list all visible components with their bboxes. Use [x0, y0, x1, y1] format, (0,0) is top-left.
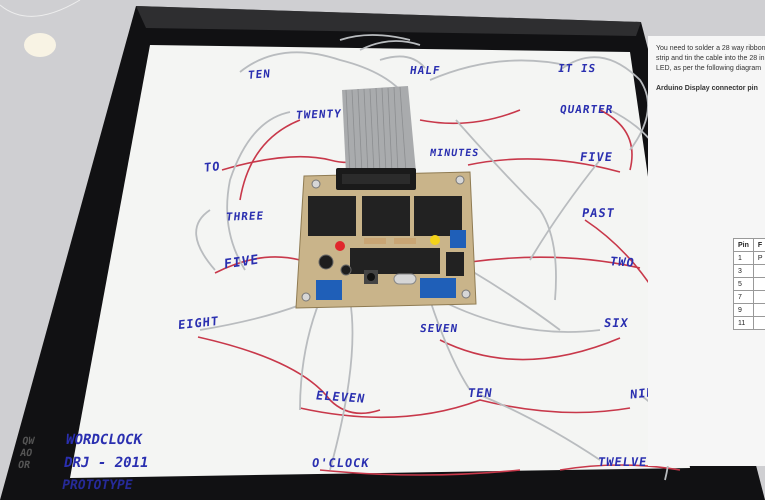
clock-word-two: TWO [608, 254, 637, 270]
table-cell [752, 303, 765, 317]
notice-line-2: strip and tin the cable into the 28 in [656, 55, 765, 62]
notice-heading: Arduino Display connector pin [656, 85, 758, 92]
label-line-3: PROTOTYPE [60, 478, 134, 493]
ic-chip-1 [308, 196, 356, 236]
terminal-block-2 [420, 278, 456, 298]
clock-word-ten-low: TEN [467, 386, 494, 400]
table-cell [752, 264, 765, 278]
clock-word-ten-top: TEN [247, 67, 272, 82]
label-line-2: DRJ - 2011 [62, 455, 150, 471]
table-row: 3 [733, 264, 765, 278]
terminal-block-1 [316, 280, 342, 300]
clock-word-twenty: TWENTY [295, 107, 343, 122]
clock-word-to: TO [203, 159, 221, 175]
table-cell: 3 [733, 264, 754, 278]
red-wires [197, 109, 681, 476]
clock-word-oclock: O'CLOCK [311, 456, 371, 470]
table-row: 9 [733, 303, 765, 317]
table-cell: 9 [733, 303, 754, 317]
light-reflection [24, 33, 56, 57]
red-led [335, 241, 345, 251]
table-cell: 5 [733, 277, 754, 291]
clock-word-past: PAST [581, 206, 616, 220]
ic-chip-4 [350, 248, 440, 274]
table-cell: 11 [733, 316, 754, 330]
notice-line-3: LED, as per the following diagram [656, 65, 762, 72]
table-header-cell: Pin [733, 238, 754, 252]
clock-word-seven: SEVEN [419, 322, 460, 335]
clock-word-it-is: IT IS [557, 62, 598, 75]
yellow-led [430, 235, 440, 245]
table-cell: 7 [733, 290, 754, 304]
table-cell: 1 [733, 251, 754, 265]
clock-word-twelve: TWELVE [597, 455, 649, 469]
table-row: Pin F [733, 238, 765, 252]
table-header-cell: F [752, 238, 765, 252]
clock-word-six: SIX [603, 316, 630, 330]
circuit-board [295, 168, 477, 309]
table-cell [752, 277, 765, 291]
ic-chip-2 [362, 196, 410, 236]
trimmer-pot [450, 230, 466, 248]
ribbon-cable [342, 86, 416, 175]
notice-line-1: You need to solder a 28 way ribbon c [656, 45, 765, 52]
clock-word-minutes: MINUTES [429, 148, 480, 159]
table-row: 7 [733, 290, 765, 304]
table-cell [752, 290, 765, 304]
clock-word-half: HALF [409, 64, 442, 77]
ic-chip-3 [414, 196, 462, 236]
clock-word-three: THREE [225, 209, 265, 224]
clock-word-quarter: QUARTER [559, 103, 615, 116]
table-cell [752, 316, 765, 330]
table-row: 11 [733, 316, 765, 330]
label-line-1: WORDCLOCK [64, 432, 144, 448]
table-cell: P [752, 251, 765, 265]
table-row: 5 [733, 277, 765, 291]
clock-word-five-top: FIVE [579, 150, 614, 164]
